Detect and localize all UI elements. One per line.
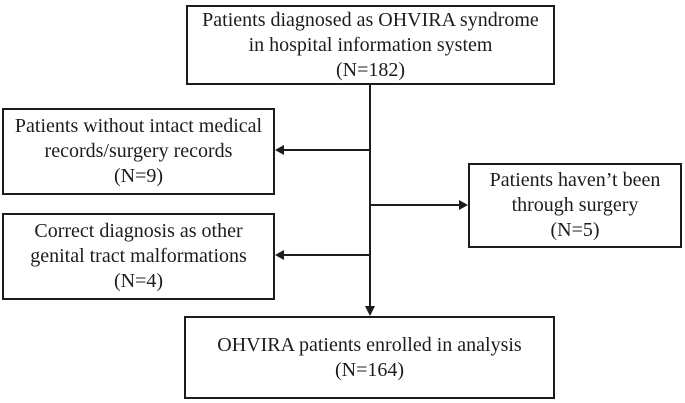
node-patients-enrolled: OHVIRA patients enrolled in analysis (N=… — [184, 316, 555, 399]
node-count-line: (N=5) — [550, 219, 600, 241]
node-count-line: (N=9) — [113, 165, 164, 187]
node-text-line: genital tract malformations — [30, 245, 247, 267]
node-text-line: through surgery — [511, 194, 639, 216]
arrow-down-icon — [365, 306, 375, 316]
node-text-line: Patients diagnosed as OHVIRA syndrome — [202, 8, 539, 31]
connector-main-vertical-line — [369, 84, 371, 308]
node-excluded-other-diagnosis: Correct diagnosis as other genital tract… — [2, 213, 275, 300]
node-text-line: Patients haven’t been — [489, 169, 661, 191]
node-text-line: in hospital information system — [248, 33, 493, 56]
arrow-left-icon — [275, 250, 284, 260]
arrow-left-icon — [275, 145, 284, 155]
node-text-line: records/surgery records — [44, 140, 233, 162]
node-excluded-no-surgery: Patients haven’t been through surgery (N… — [468, 163, 682, 248]
node-count-line: (N=164) — [334, 358, 405, 381]
node-patients-diagnosed: Patients diagnosed as OHVIRA syndrome in… — [186, 5, 555, 85]
connector-to-no-records-line — [284, 149, 370, 151]
node-count-line: (N=4) — [113, 270, 164, 292]
connector-to-other-diagnosis-line — [284, 254, 370, 256]
node-text-line: Patients without intact medical — [14, 115, 263, 137]
connector-to-no-surgery-line — [370, 204, 459, 206]
node-text-line: Correct diagnosis as other — [34, 220, 243, 242]
node-excluded-no-records: Patients without intact medical records/… — [2, 108, 275, 195]
node-text-line: OHVIRA patients enrolled in analysis — [217, 333, 522, 356]
arrow-right-icon — [459, 200, 468, 210]
node-count-line: (N=182) — [335, 58, 406, 81]
